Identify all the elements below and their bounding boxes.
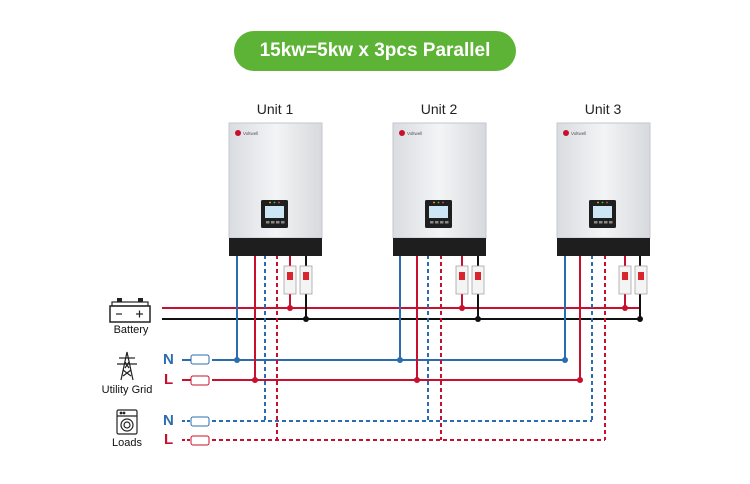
breaker-icon — [618, 265, 648, 295]
connector-icon — [190, 354, 210, 365]
utility-tower-icon — [117, 351, 137, 381]
load-neutral-letter: N — [163, 412, 174, 429]
unit-2-label: Unit 2 — [420, 101, 458, 117]
battery-label: Battery — [113, 324, 149, 336]
unit-1-brand: Voltwell — [243, 131, 258, 136]
wires — [162, 255, 641, 441]
inverter-unit-2: Voltwell — [392, 122, 487, 256]
connector-icon — [190, 435, 210, 446]
utility-grid-label: Utility Grid — [101, 384, 153, 396]
lcd-screen-icon — [593, 206, 612, 218]
connector-icon — [190, 416, 210, 427]
unit-3-label: Unit 3 — [584, 101, 622, 117]
junction-dots — [234, 305, 643, 383]
loads-label: Loads — [112, 437, 142, 449]
grid-live-letter: L — [164, 371, 174, 388]
washing-machine-icon — [116, 409, 138, 435]
lcd-screen-icon — [265, 206, 284, 218]
unit-3-brand: Voltwell — [571, 131, 586, 136]
brand-logo-icon — [399, 130, 405, 136]
lcd-screen-icon — [429, 206, 448, 218]
brand-logo-icon — [563, 130, 569, 136]
brand-logo-icon — [235, 130, 241, 136]
unit-2-brand: Voltwell — [407, 131, 422, 136]
diagram-title: 15kw=5kw x 3pcs Parallel — [234, 31, 516, 71]
breaker-icon — [455, 265, 485, 295]
inverter-unit-1: Voltwell — [228, 122, 323, 256]
connector-icon — [190, 375, 210, 386]
battery-icon — [109, 298, 151, 323]
dc-breakers — [283, 265, 648, 295]
unit-1-label: Unit 1 — [256, 101, 294, 117]
grid-neutral-letter: N — [163, 351, 174, 368]
terminal-connectors — [182, 354, 210, 446]
breaker-icon — [283, 265, 313, 295]
load-live-letter: L — [164, 431, 174, 448]
inverter-unit-3: Voltwell — [556, 122, 651, 256]
